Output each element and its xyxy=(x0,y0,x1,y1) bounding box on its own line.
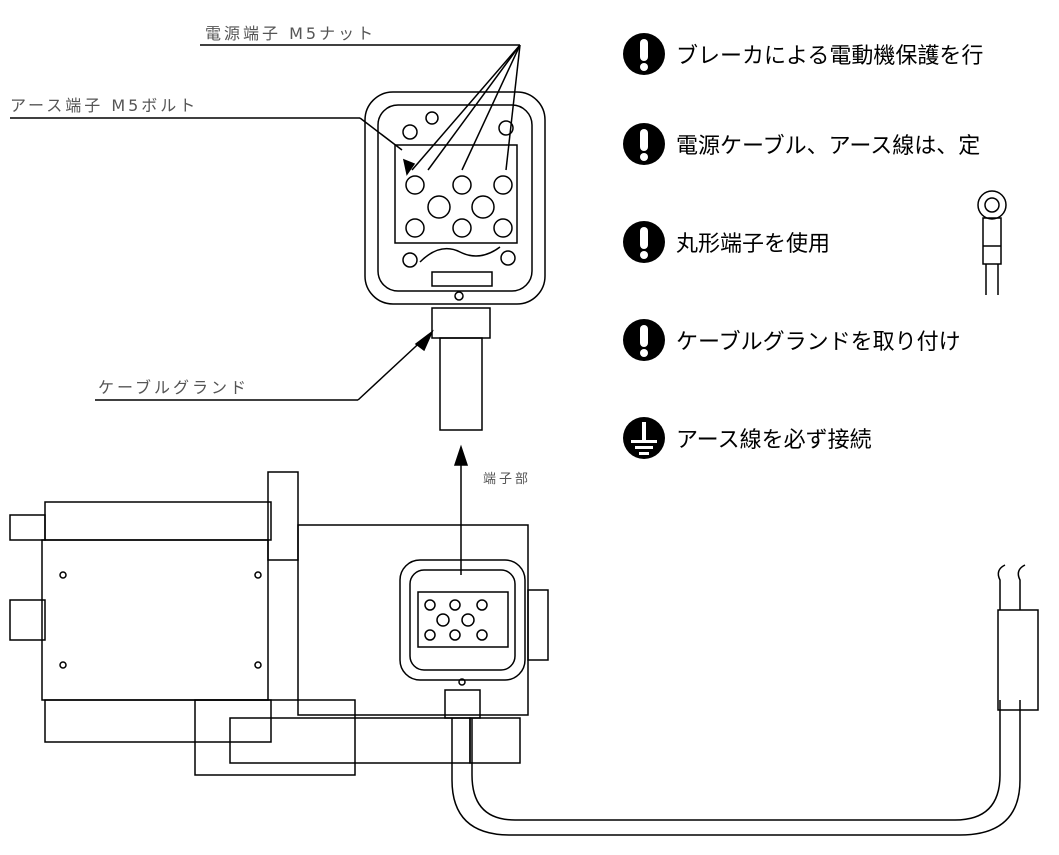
notice-text: 丸形端子を使用 xyxy=(676,232,831,257)
notice-ground: アース線を必ず接続 xyxy=(622,416,872,460)
notice-cable-gland: ケーブルグランドを取り付け xyxy=(622,318,961,362)
power-terminal-label: 電源端子 M5ナット xyxy=(205,24,377,43)
motor-body xyxy=(9,471,549,776)
earth-terminal-label: アース端子 M5ボルト xyxy=(10,96,199,115)
cable-gland-label: ケーブルグランド xyxy=(98,378,250,397)
ring-terminal-icon xyxy=(977,190,1007,295)
exclamation-icon xyxy=(623,33,665,75)
notice-cable-rating: 電源ケーブル、アース線は、定 xyxy=(622,122,980,166)
terminal-box-detail xyxy=(364,91,546,431)
terminal-section-label: 端子部 xyxy=(483,472,532,487)
notice-text: アース線を必ず接続 xyxy=(676,428,872,453)
notice-text: 電源ケーブル、アース線は、定 xyxy=(676,134,981,159)
exclamation-icon xyxy=(623,221,665,263)
exclamation-icon xyxy=(623,123,665,165)
leader-lines xyxy=(10,44,521,575)
notice-breaker: ブレーカによる電動機保護を行 xyxy=(622,32,983,76)
notice-text: ブレーカによる電動機保護を行 xyxy=(676,44,984,69)
exclamation-icon xyxy=(623,319,665,361)
notice-text: ケーブルグランドを取り付け xyxy=(676,330,961,355)
notice-ring-terminal: 丸形端子を使用 xyxy=(622,220,830,264)
power-cable xyxy=(451,564,1039,836)
ground-icon xyxy=(623,417,665,459)
